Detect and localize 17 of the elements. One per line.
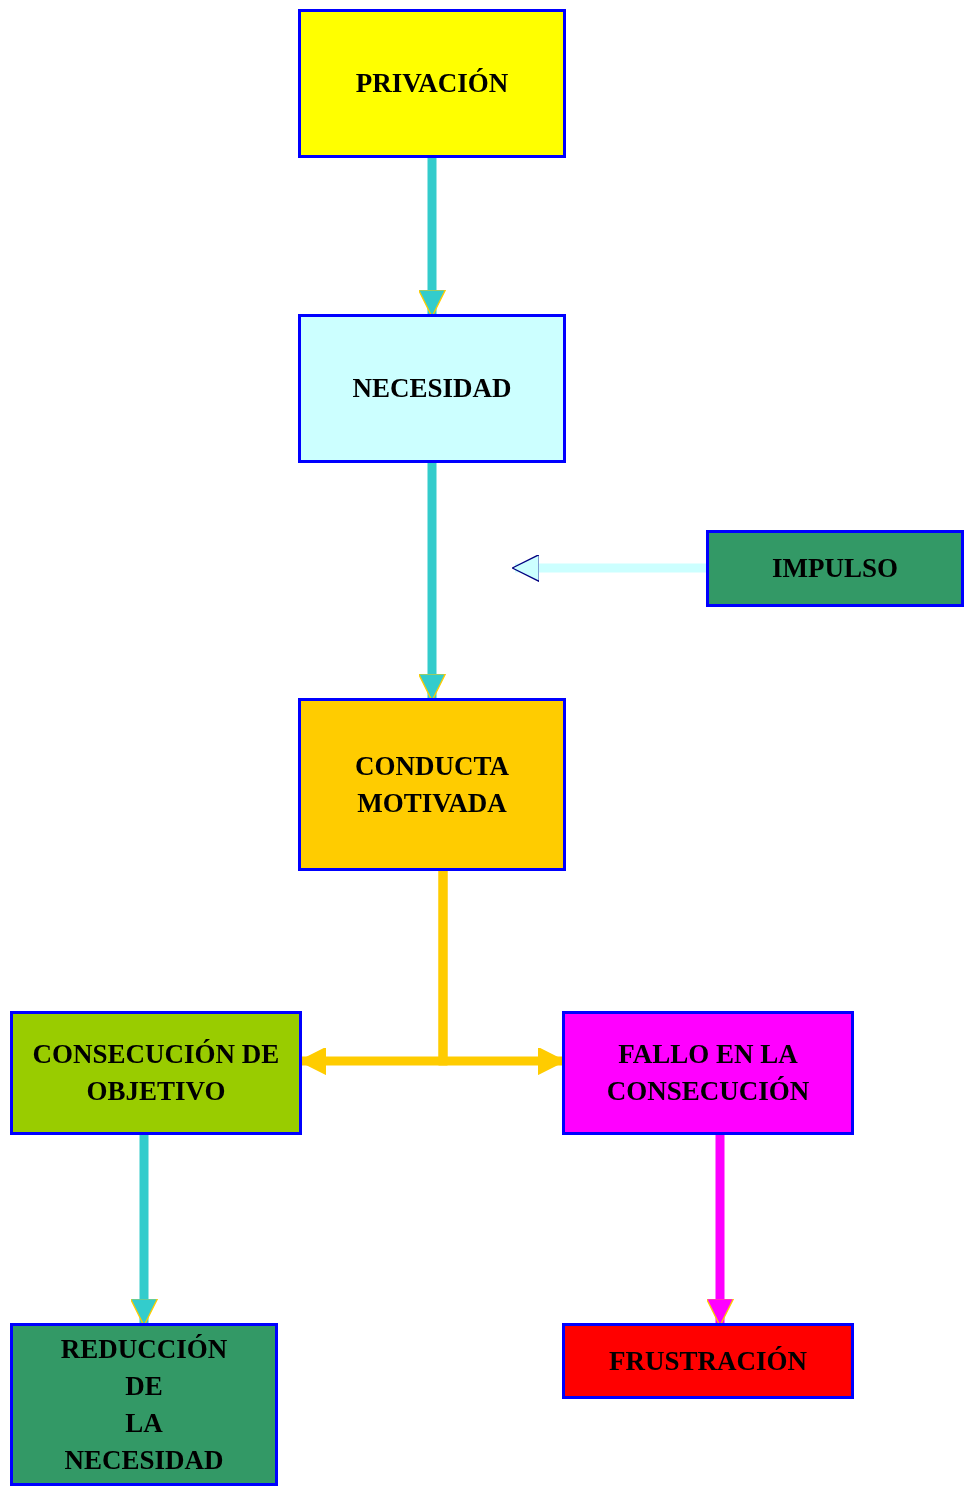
arrow — [511, 553, 706, 583]
box-label: CONDUCTA MOTIVADA — [354, 749, 510, 820]
process-box — [298, 698, 566, 871]
process-box — [10, 1323, 278, 1486]
box-label: NECESIDAD — [352, 372, 512, 405]
box-label: FALLO EN LA CONSECUCIÓN — [605, 1038, 811, 1108]
box-label: IMPULSO — [772, 552, 898, 585]
process-box — [10, 1011, 302, 1135]
process-box — [706, 530, 964, 607]
box-label: PRIVACIÓN — [355, 67, 509, 100]
box-label: FRUSTRACIÓN — [609, 1344, 807, 1378]
process-box — [562, 1011, 854, 1135]
box-label: CONSECUCIÓN DE OBJETIVO — [31, 1038, 281, 1108]
process-box — [298, 314, 566, 463]
process-box — [298, 9, 566, 158]
process-box — [562, 1323, 854, 1399]
box-label: REDUCCIÓN DE LA NECESIDAD — [60, 1332, 228, 1477]
